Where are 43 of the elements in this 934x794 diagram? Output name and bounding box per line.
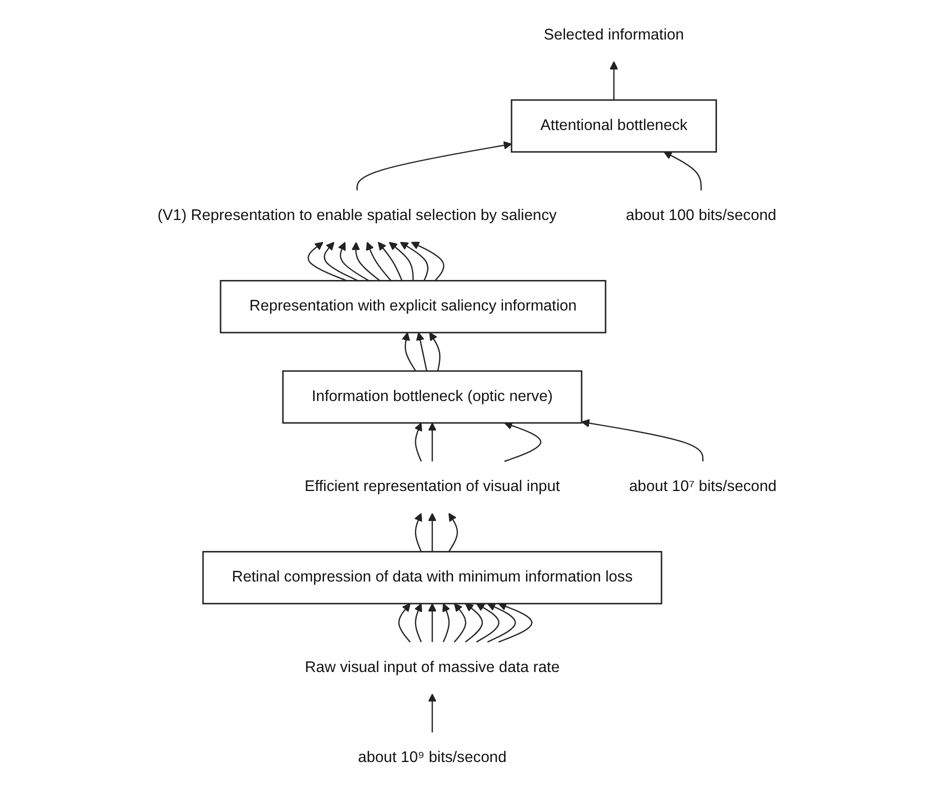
arrow xyxy=(414,422,422,462)
arrow xyxy=(402,332,416,372)
arrow xyxy=(498,602,532,643)
arrow xyxy=(366,242,392,282)
arrow xyxy=(308,242,347,282)
arrow xyxy=(428,603,436,642)
node-box: Retinal compression of data with minimum information loss xyxy=(202,551,662,604)
node-box: Representation with explicit saliency information xyxy=(220,280,606,334)
arrow xyxy=(416,332,428,372)
arrow xyxy=(476,603,500,643)
arrow xyxy=(504,422,542,462)
arrow xyxy=(356,141,512,190)
node-text: about 10⁷ bits/second xyxy=(629,478,777,496)
arrow xyxy=(338,242,370,282)
arrow xyxy=(428,512,436,552)
arrow xyxy=(352,242,380,282)
node-text: Raw visual input of massive data rate xyxy=(304,659,560,676)
arrow xyxy=(410,242,444,282)
arrow xyxy=(388,242,414,281)
arrow xyxy=(429,332,440,372)
arrow xyxy=(664,152,702,190)
arrow xyxy=(442,603,450,642)
node-box: Information bottleneck (optic nerve) xyxy=(282,370,582,424)
arrow xyxy=(400,242,428,281)
node-text: (V1) Representation to enable spatial selection by saliency xyxy=(157,208,557,224)
arrow xyxy=(428,422,436,462)
node-box: Attentional bottleneck xyxy=(510,99,717,153)
arrow xyxy=(324,242,358,282)
node-text: Efficient representation of visual input xyxy=(304,478,560,496)
arrow xyxy=(414,512,422,552)
arrow xyxy=(378,242,403,281)
arrow xyxy=(448,512,458,552)
node-text: about 100 bits/second xyxy=(626,208,776,224)
arrow xyxy=(398,603,411,642)
node-text: about 10⁹ bits/second xyxy=(358,750,506,766)
arrow xyxy=(581,419,704,462)
arrow xyxy=(464,603,483,643)
arrow xyxy=(487,603,516,643)
arrow xyxy=(454,603,466,642)
arrow xyxy=(610,61,618,100)
node-text: Selected information xyxy=(544,27,684,44)
arrow xyxy=(414,603,422,642)
arrow xyxy=(428,694,436,732)
